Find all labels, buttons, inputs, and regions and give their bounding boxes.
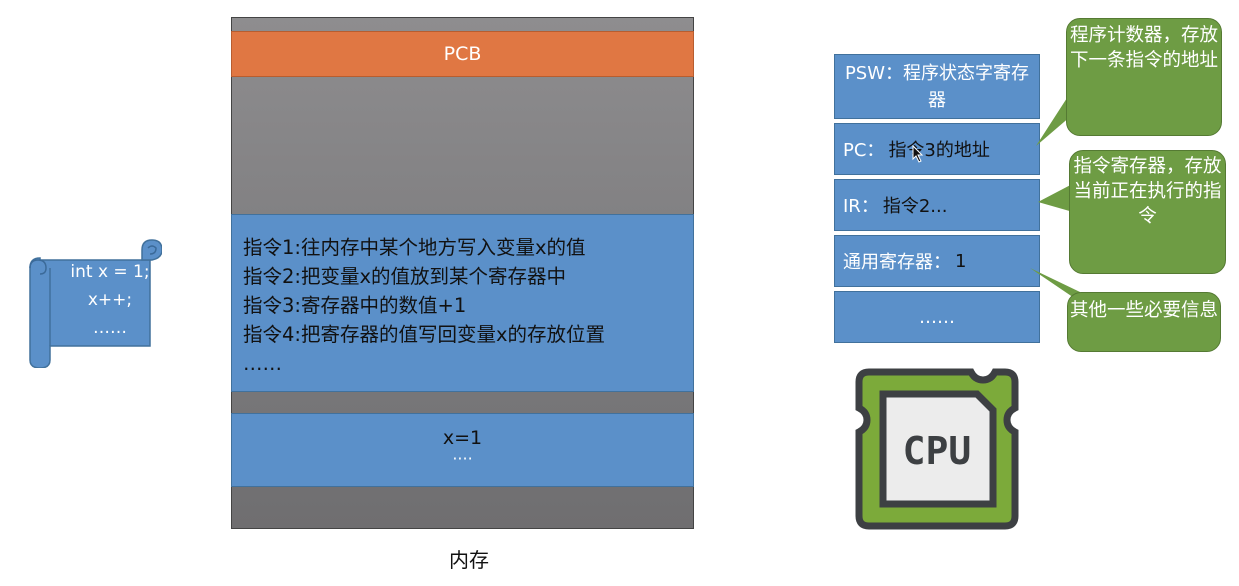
instruction-line: 指令1:往内存中某个地方写入变量x的值 <box>243 236 586 259</box>
instruction-line: 指令4:把寄存器的值写回变量x的存放位置 <box>243 323 606 346</box>
instruction-line: …… <box>243 352 282 375</box>
memory-label: 内存 <box>449 548 489 572</box>
instruction-line: 指令3:寄存器中的数值+1 <box>243 294 467 317</box>
program-scroll: int x = 1; x++; …… <box>22 238 163 369</box>
data-value: x=1 <box>442 427 483 449</box>
mouse-cursor-icon <box>912 145 924 163</box>
register-ir-value: 指令2... <box>882 196 948 217</box>
register-ir: IR： 指令2... <box>834 179 1040 231</box>
register-general-label: 通用寄存器： <box>843 252 951 273</box>
cpu-icon: CPU <box>855 368 1019 530</box>
program-code: int x = 1; x++; …… <box>60 258 160 342</box>
register-more: …… <box>834 291 1040 343</box>
callout-ir: 指令寄存器，存放当前正在执行的指令 <box>1069 150 1226 274</box>
register-pc-value: 指令3的地址 <box>888 140 990 161</box>
callout-general: 其他一些必要信息 <box>1067 292 1221 352</box>
register-general: 通用寄存器： 1 <box>834 235 1040 287</box>
callout-pc: 程序计数器，存放下一条指令的地址 <box>1066 18 1222 136</box>
data-ellipsis: ···· <box>452 449 473 468</box>
code-line: int x = 1; <box>70 262 150 282</box>
pcb-block: PCB <box>231 31 694 77</box>
scroll-shape-icon <box>29 239 163 369</box>
code-line: …… <box>93 318 127 338</box>
register-psw: PSW：程序状态字寄存器 <box>834 54 1040 119</box>
cpu-label: CPU <box>903 429 972 473</box>
data-block: x=1 ···· <box>231 413 694 487</box>
register-pc: PC： 指令3的地址 <box>834 123 1040 175</box>
instruction-line: 指令2:把变量x的值放到某个寄存器中 <box>243 265 567 288</box>
register-pc-label: PC： <box>843 140 885 161</box>
code-line: x++; <box>87 290 133 310</box>
instruction-block: 指令1:往内存中某个地方写入变量x的值 指令2:把变量x的值放到某个寄存器中 指… <box>231 214 694 392</box>
register-general-value: 1 <box>955 250 967 272</box>
register-ir-label: IR： <box>843 196 879 217</box>
